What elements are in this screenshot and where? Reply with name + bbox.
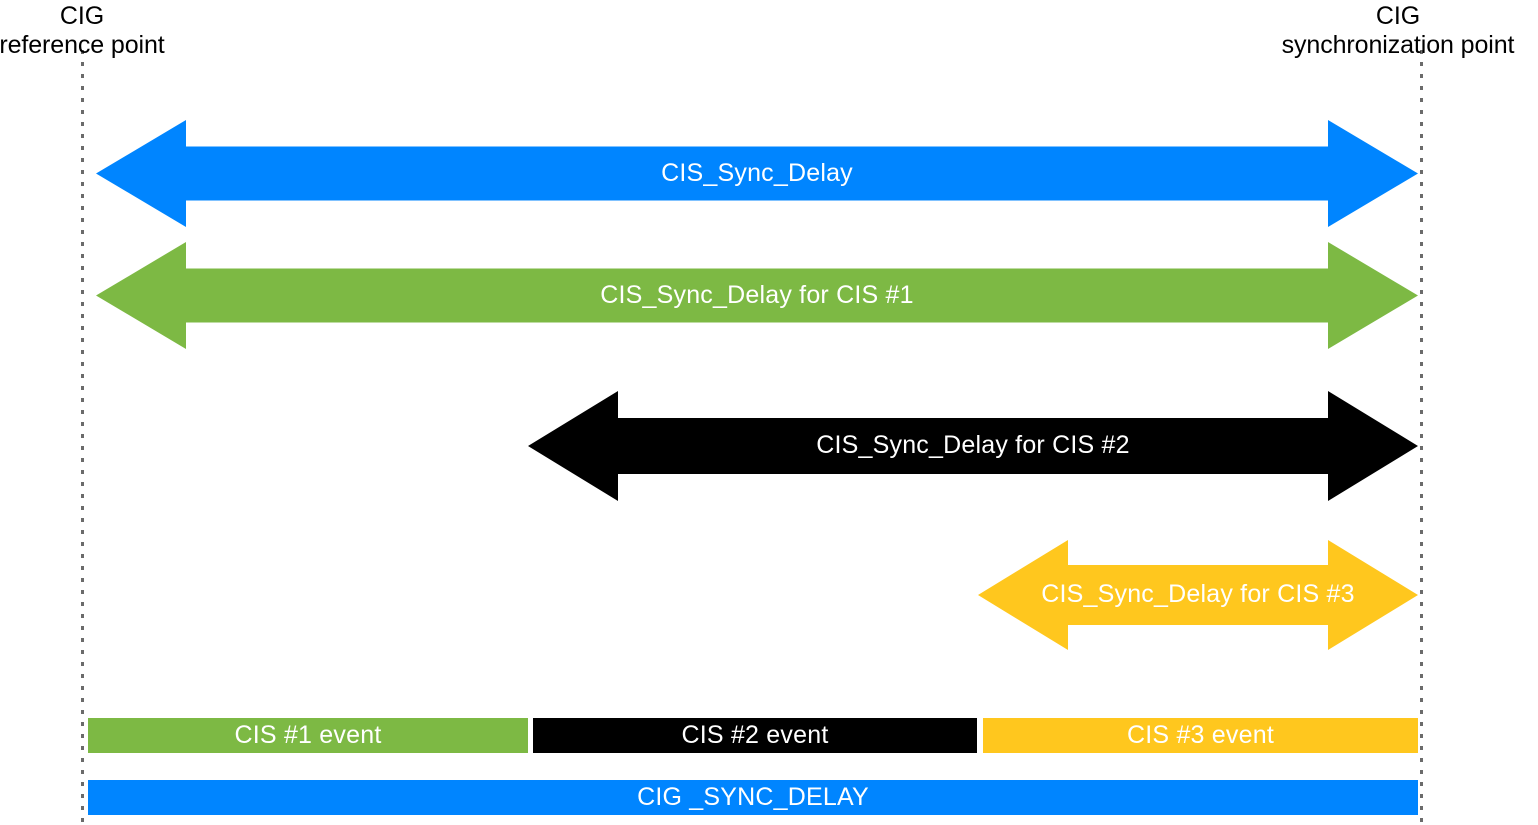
bar-cig-sync-delay-label: CIG _SYNC_DELAY	[637, 783, 869, 811]
bar-cis-3-event-label: CIS #3 event	[1127, 721, 1274, 749]
bar-cis-2-event: CIS #2 event	[533, 718, 977, 753]
cig-synchronization-point-label: CIG synchronization point	[1281, 2, 1515, 59]
arrow-cis-sync-delay-cis-3-shape	[978, 540, 1418, 650]
arrow-cis-sync-delay-shape	[96, 120, 1418, 227]
cig-reference-point-label: CIG reference point	[0, 2, 165, 59]
arrow-cis-sync-delay-cis-2-shape	[528, 391, 1418, 501]
arrow-cis-sync-delay: CIS_Sync_Delay	[96, 120, 1418, 227]
bar-cis-1-event: CIS #1 event	[88, 718, 528, 753]
bar-cis-3-event: CIS #3 event	[983, 718, 1418, 753]
bar-cis-2-event-label: CIS #2 event	[681, 721, 829, 749]
cig-synchronization-point-line	[1420, 50, 1423, 825]
bar-cig-sync-delay: CIG _SYNC_DELAY	[88, 780, 1418, 815]
arrow-cis-sync-delay-cis-2: CIS_Sync_Delay for CIS #2	[528, 391, 1418, 501]
arrow-cis-sync-delay-cis-3: CIS_Sync_Delay for CIS #3	[978, 540, 1418, 650]
cig-reference-point-line	[81, 50, 84, 825]
bar-cis-1-event-label: CIS #1 event	[234, 721, 382, 749]
arrow-cis-sync-delay-cis-1-shape	[96, 242, 1418, 349]
arrow-cis-sync-delay-cis-1: CIS_Sync_Delay for CIS #1	[96, 242, 1418, 349]
